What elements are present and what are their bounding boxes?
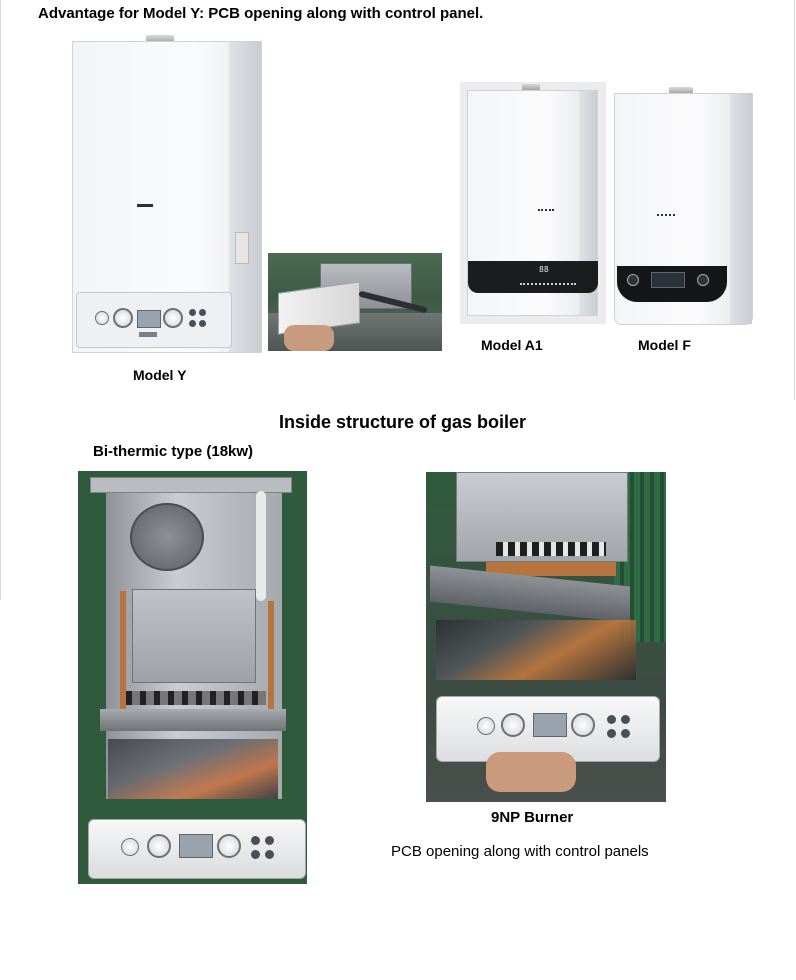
- interior-base-plate: [100, 709, 286, 731]
- right-copper-plate: [486, 562, 616, 576]
- right-edge-line: [794, 0, 795, 400]
- model-a1-logo-dots-icon: [538, 209, 554, 213]
- pcb-photo-hand: [284, 325, 334, 351]
- interior-left-knob-icon: [147, 834, 171, 858]
- right-right-knob-icon: [571, 713, 595, 737]
- interior-gauge-icon: [121, 838, 139, 856]
- model-f-left-knob-icon: [627, 274, 639, 286]
- model-f-label: Model F: [638, 337, 691, 353]
- model-a1-label: Model A1: [481, 337, 543, 353]
- interior-button-4: [265, 850, 274, 859]
- model-y-left-knob-icon: [113, 308, 133, 328]
- model-f-flue: [669, 87, 693, 95]
- model-y-badge-icon: [137, 204, 153, 207]
- model-f-right-knob-icon: [697, 274, 709, 286]
- interior-white-hose: [256, 491, 266, 601]
- right-burner-row: [496, 542, 606, 556]
- right-gauge-icon: [477, 717, 495, 735]
- model-a1-display: 88: [539, 265, 549, 274]
- pcb-opening-photo: [268, 253, 442, 351]
- interior-fan: [130, 503, 204, 571]
- model-y-gauge-icon: [95, 311, 109, 325]
- bi-thermic-interior-photo: [78, 471, 307, 884]
- model-y-label: Model Y: [133, 367, 187, 383]
- model-y-button-2: [199, 309, 206, 316]
- interior-burner-row: [126, 691, 266, 705]
- interior-heat-exchanger: [132, 589, 256, 683]
- model-a1-body: 88: [467, 90, 598, 316]
- right-button-1: [607, 715, 616, 724]
- model-y-button-4: [199, 320, 206, 327]
- pcb-panel-interior-photo: [426, 472, 666, 802]
- model-a1-flue: [522, 84, 540, 91]
- right-left-knob-icon: [501, 713, 525, 737]
- model-y-mode-keys: [139, 332, 157, 337]
- model-y-side: [229, 42, 261, 352]
- model-f-lcd: [651, 272, 685, 288]
- interior-copper-pipe-right: [268, 601, 274, 711]
- page-header-title: Advantage for Model Y: PCB opening along…: [38, 5, 484, 22]
- model-f-side: [730, 94, 752, 324]
- right-photo-hand: [486, 752, 576, 792]
- right-button-3: [607, 729, 616, 738]
- model-a1-side: [579, 91, 597, 315]
- section-title: Inside structure of gas boiler: [279, 412, 527, 432]
- right-photo-caption: PCB opening along with control panels: [391, 843, 649, 860]
- left-photo-caption: Bi-thermic type (18kw): [93, 443, 254, 460]
- left-edge-line: [0, 0, 1, 600]
- right-button-2: [621, 715, 630, 724]
- model-a1-touch-keys: [520, 283, 576, 287]
- interior-right-knob-icon: [217, 834, 241, 858]
- interior-button-3: [251, 850, 260, 859]
- model-y-lcd-display: [137, 310, 161, 328]
- burner-label: 9NP Burner: [491, 809, 574, 826]
- model-f-body: [614, 93, 753, 325]
- model-f-control-band: [617, 266, 727, 302]
- model-y-flue: [146, 35, 174, 44]
- interior-lcd-display: [179, 834, 213, 858]
- model-y-sticker: [235, 232, 249, 264]
- interior-control-panel: [88, 819, 306, 879]
- model-y-right-knob-icon: [163, 308, 183, 328]
- right-wiring: [436, 620, 636, 680]
- model-y-control-panel: [76, 292, 232, 348]
- model-y-button-3: [189, 320, 196, 327]
- interior-copper-pipe-left: [120, 591, 126, 711]
- model-f-logo-dots-icon: [657, 214, 675, 218]
- interior-button-2: [265, 836, 274, 845]
- interior-wiring: [108, 739, 278, 799]
- model-y-button-1: [189, 309, 196, 316]
- interior-top-bracket: [90, 477, 292, 493]
- model-a1-control-band: 88: [468, 261, 598, 293]
- right-button-4: [621, 729, 630, 738]
- right-lcd-display: [533, 713, 567, 737]
- interior-button-1: [251, 836, 260, 845]
